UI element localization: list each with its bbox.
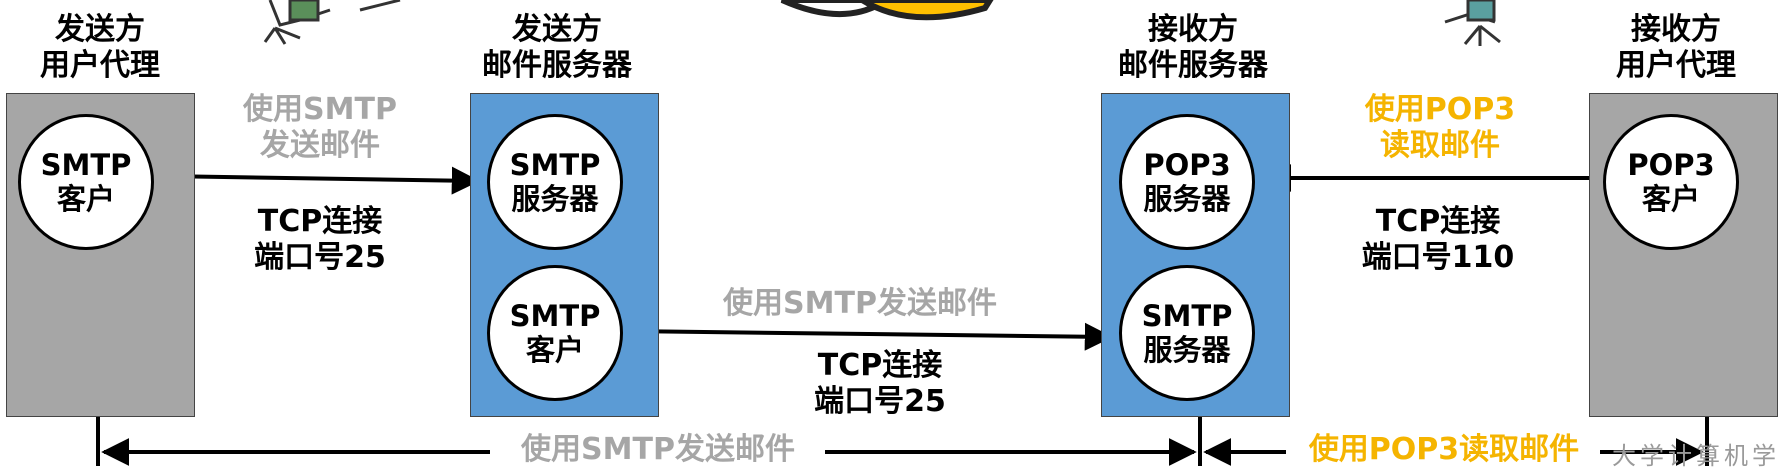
smtp-client-sender-line2: 客户: [56, 182, 115, 216]
arrow-server-to-server: [621, 322, 1113, 351]
pop3-read-connection: TCP连接 端口号110: [1338, 204, 1538, 276]
ua-to-server-connection: TCP连接 端口号25: [220, 204, 420, 276]
server-to-server-action: 使用SMTP发送邮件: [723, 286, 997, 321]
smtp-client-server-line2: 客户: [525, 333, 584, 367]
bottom-pop3-read-label: 使用POP3读取邮件: [1308, 432, 1580, 467]
ua-to-server-port: 端口号25: [254, 240, 386, 275]
smtp-server-receiver-node: SMTP 服务器: [1119, 265, 1255, 401]
arrow-ua-to-smtp-server: [161, 166, 480, 195]
smtp-server-receiver-line1: SMTP: [1141, 299, 1233, 333]
sender-ua-title: 发送方 用户代理: [0, 12, 210, 84]
smtp-server-sender-line2: 服务器: [511, 182, 599, 216]
receiver-ua-title-line1: 接收方: [1631, 12, 1721, 47]
sender-server-title: 发送方 邮件服务器: [447, 12, 667, 84]
receiver-ua-title-line2: 用户代理: [1616, 48, 1736, 83]
pop3-read-port: 端口号110: [1361, 240, 1515, 275]
sender-ua-title-line1: 发送方: [55, 12, 145, 47]
receiver-server-title-line2: 邮件服务器: [1118, 48, 1268, 83]
watermark-text: 大学计算机学: [1612, 442, 1780, 470]
smtp-server-sender-node: SMTP 服务器: [487, 114, 623, 250]
smtp-client-sender-node: SMTP 客户: [18, 114, 154, 250]
server-to-server-connection: TCP连接 端口号25: [780, 348, 980, 420]
ua-to-server-tcp: TCP连接: [257, 204, 383, 239]
sender-server-title-line2: 邮件服务器: [482, 48, 632, 83]
server-to-server-port: 端口号25: [814, 384, 946, 419]
ua-to-server-action-line2: 发送邮件: [260, 128, 380, 163]
pop3-server-line1: POP3: [1143, 148, 1231, 182]
pop3-server-line2: 服务器: [1143, 182, 1231, 216]
receiver-person-icon: [1444, 0, 1501, 46]
smtp-client-server-line1: SMTP: [509, 299, 601, 333]
pop3-client-line1: POP3: [1627, 148, 1715, 182]
smtp-client-server-node: SMTP 客户: [487, 265, 623, 401]
sender-server-title-line1: 发送方: [512, 12, 602, 47]
receiver-server-title: 接收方 邮件服务器: [1083, 12, 1303, 84]
pop3-client-line2: 客户: [1641, 182, 1700, 216]
smtp-server-sender-line1: SMTP: [509, 148, 601, 182]
receiver-server-title-line1: 接收方: [1148, 12, 1238, 47]
smtp-client-sender-line1: SMTP: [40, 148, 132, 182]
pop3-read-action-line2: 读取邮件: [1380, 128, 1500, 163]
pop3-read-action-line1: 使用POP3: [1364, 92, 1516, 127]
bottom-smtp-send-label: 使用SMTP发送邮件: [521, 432, 795, 467]
server-to-server-tcp: TCP连接: [817, 348, 943, 383]
sun-icon: [780, 0, 994, 21]
ua-to-server-action-line1: 使用SMTP: [243, 92, 397, 127]
pop3-read-action: 使用POP3 读取邮件: [1340, 92, 1540, 164]
ua-to-server-action: 使用SMTP 发送邮件: [220, 92, 420, 164]
sender-person-icon: [263, 0, 401, 45]
smtp-server-receiver-line2: 服务器: [1143, 333, 1231, 367]
pop3-read-tcp: TCP连接: [1375, 204, 1501, 239]
sender-ua-title-line2: 用户代理: [40, 48, 160, 83]
pop3-server-node: POP3 服务器: [1119, 114, 1255, 250]
receiver-ua-title: 接收方 用户代理: [1566, 12, 1782, 84]
pop3-client-node: POP3 客户: [1603, 114, 1739, 250]
